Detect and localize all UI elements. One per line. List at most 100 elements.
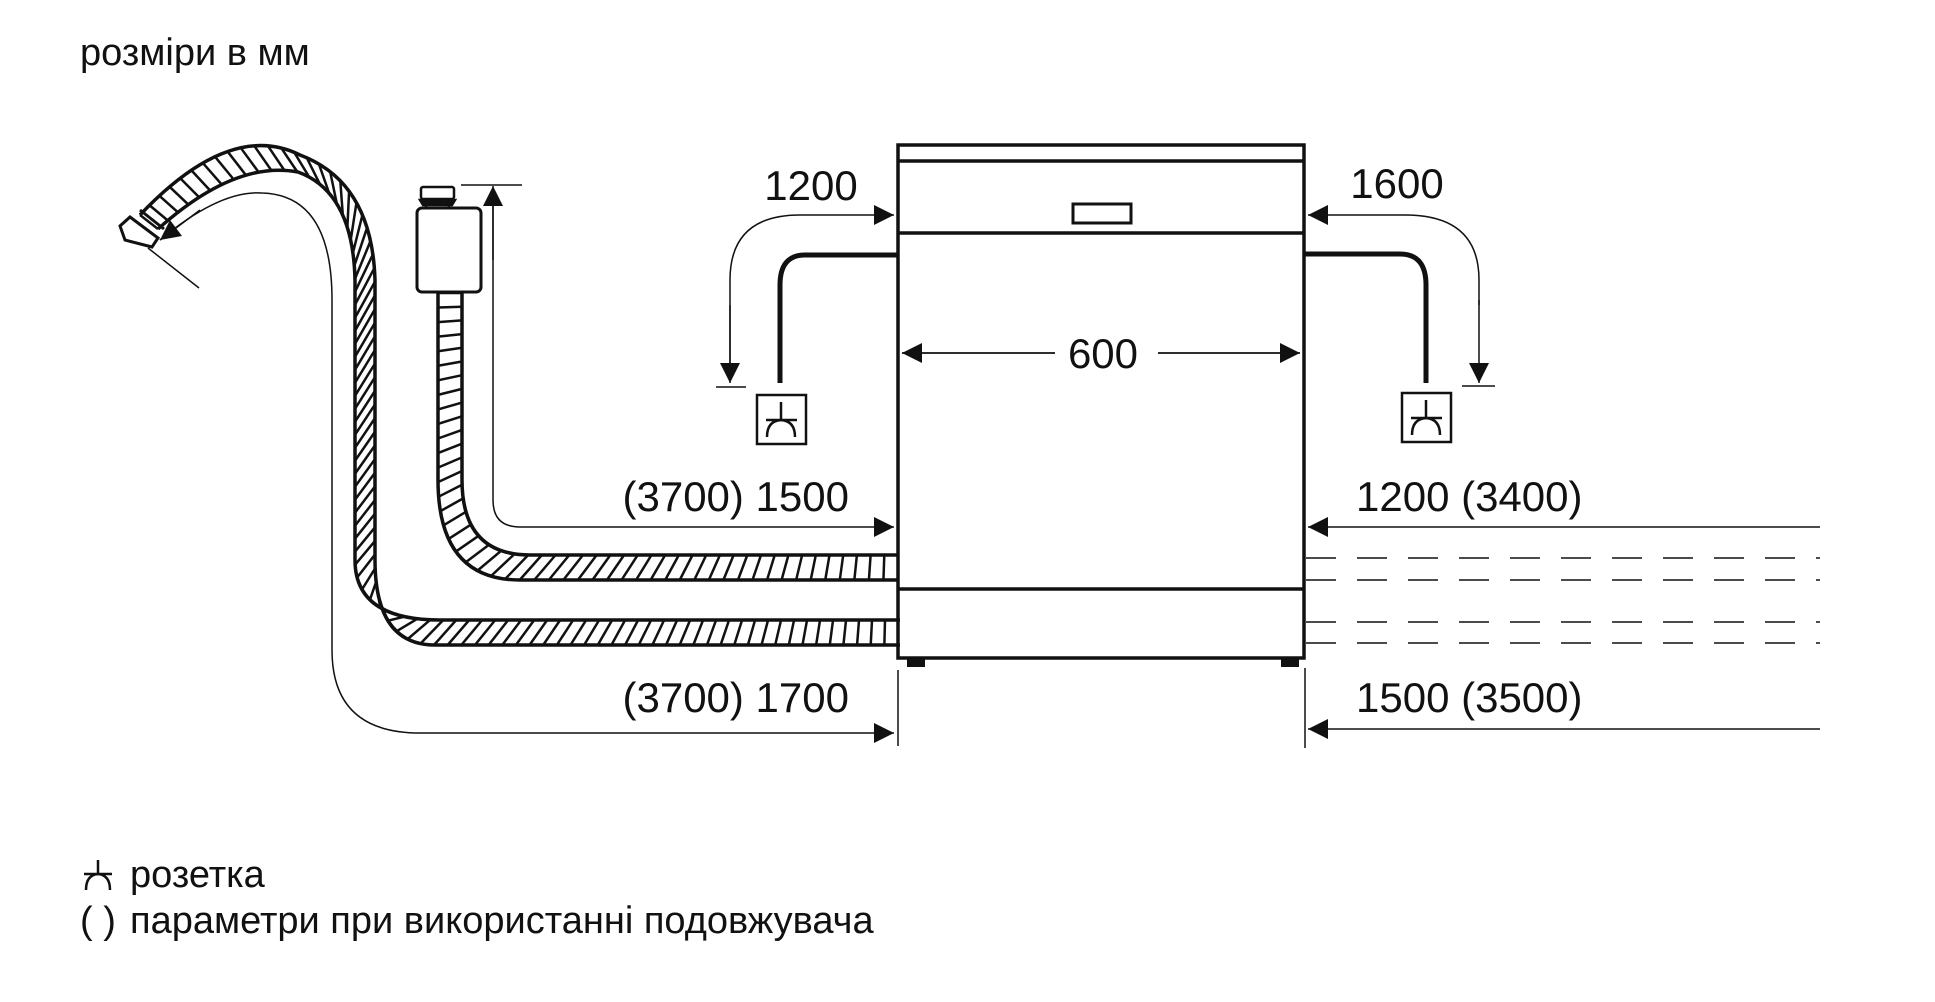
hose-rib <box>353 253 375 293</box>
inlet-hose-ribs <box>437 291 900 581</box>
hose-rib <box>437 346 463 353</box>
hose-rib <box>437 305 463 309</box>
hose-rib <box>596 619 614 646</box>
legend-parentheses-label: параметри при використанні подовжувача <box>130 900 874 942</box>
hose-rib <box>518 554 543 581</box>
legend-socket-label: розетка <box>130 854 265 896</box>
hose-rib <box>533 554 557 581</box>
legend-item-parentheses: ( ) параметри при використанні подовжува… <box>80 898 874 944</box>
power-cord-right <box>1304 251 1429 383</box>
hose-rib <box>395 617 418 633</box>
hose-rib <box>433 619 458 646</box>
width-label: 600 <box>1068 330 1138 377</box>
hose-rib <box>787 619 796 646</box>
hose-rib <box>692 619 705 646</box>
hose-rib <box>353 417 377 449</box>
hose-rib <box>190 169 212 192</box>
hose-rib <box>437 442 463 455</box>
hose-rib <box>773 619 783 646</box>
hose-rib <box>635 554 653 581</box>
hose-rib <box>869 619 874 646</box>
hose-rib <box>736 554 749 581</box>
hose-right-dashed <box>1306 557 1820 644</box>
hose-rib <box>464 543 490 564</box>
hose-rib <box>455 534 480 553</box>
hose-rib <box>437 319 463 324</box>
hose-rib <box>353 308 377 345</box>
hose-rib <box>842 619 848 646</box>
hose-rib <box>542 619 562 646</box>
hose-rib <box>882 554 886 581</box>
hose-rib <box>664 619 679 646</box>
hose-rib <box>867 554 872 581</box>
hose-rib <box>504 554 530 580</box>
hose-rib <box>722 554 735 581</box>
hose-rib <box>814 619 822 646</box>
hose-rib <box>368 581 378 601</box>
hose-rib <box>353 444 377 475</box>
legend: розетка ( ) параметри при використанні п… <box>80 852 874 944</box>
power-cord-right-dimension <box>1308 205 1480 305</box>
door-handle <box>1071 202 1133 225</box>
hose-rib <box>501 619 523 646</box>
hose-rib <box>780 554 790 581</box>
hose-rib <box>437 469 463 484</box>
hose-rib <box>353 390 377 423</box>
hose-rib <box>591 554 612 581</box>
hose-rib <box>419 619 445 645</box>
hose-rib <box>353 335 377 371</box>
hose-rib <box>623 619 640 646</box>
appliance-outline <box>896 143 1306 660</box>
hose-rib <box>476 549 503 572</box>
left-inlet-hose-label: (3700) 1500 <box>622 473 849 520</box>
hose-rib <box>201 162 223 186</box>
hose-rib <box>377 595 382 608</box>
hose-rib <box>437 428 463 440</box>
socket-left <box>755 393 808 446</box>
hose-rib <box>828 619 835 646</box>
hose-rib <box>353 267 376 306</box>
hose-rib <box>354 512 376 540</box>
hose-rib <box>214 155 235 181</box>
hose-rib <box>293 151 311 178</box>
hose-rib <box>853 554 859 581</box>
hose-rib <box>353 376 377 410</box>
hose-rib <box>339 180 345 216</box>
hose-rib <box>437 332 463 338</box>
hose-rib <box>437 401 463 411</box>
hose-rib <box>168 185 190 206</box>
drain-hose-left-dimension-start <box>159 209 201 241</box>
hose-rib <box>226 150 247 176</box>
hose-rib <box>765 554 776 581</box>
hose-rib <box>253 145 273 172</box>
hose-rib <box>353 281 377 319</box>
hose-rib <box>514 619 536 646</box>
hose-rib <box>809 554 818 581</box>
hose-rib <box>437 387 463 397</box>
hose-rib <box>442 510 467 527</box>
hose-rib <box>353 294 377 332</box>
hose-rib <box>439 497 464 513</box>
hose-rib <box>555 619 575 646</box>
hose-rib <box>487 619 510 646</box>
hose-rib <box>353 321 377 358</box>
hose-rib <box>651 619 666 646</box>
socket-right <box>1400 391 1453 444</box>
hose-rib <box>437 415 463 426</box>
hose-rib <box>569 619 588 646</box>
hose-rib <box>353 403 377 436</box>
socket-icon <box>80 857 130 893</box>
hose-rib <box>148 204 169 222</box>
hose-rib <box>528 619 549 646</box>
hose-rib <box>733 619 744 646</box>
hose-rib <box>438 483 463 498</box>
hose-rib <box>179 177 200 199</box>
inlet-hose-left-dimension <box>492 196 894 537</box>
right-inlet-hose-label: 1200 (3400) <box>1356 473 1583 520</box>
hose-rib <box>239 147 260 173</box>
hose-rib <box>437 373 463 382</box>
legend-item-socket: розетка <box>80 852 874 898</box>
hose-rib <box>801 619 809 646</box>
hose-rib <box>354 526 376 553</box>
